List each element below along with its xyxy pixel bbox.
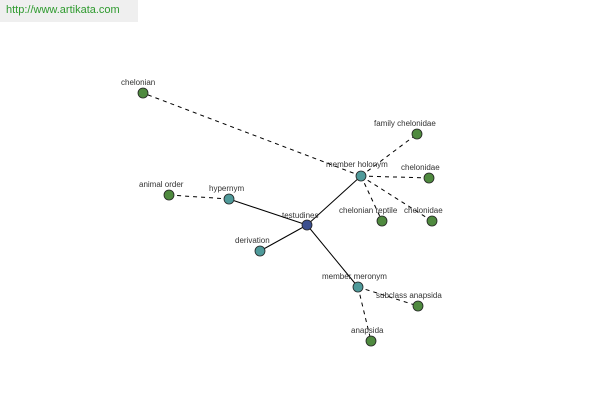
edge-testudines-member-meronym — [306, 224, 359, 288]
node-derivation[interactable] — [254, 245, 266, 257]
edge-testudines-derivation — [259, 224, 308, 252]
node-label-chelonian[interactable]: chelonian — [121, 78, 155, 87]
node-label-animal-order[interactable]: animal order — [139, 180, 184, 189]
node-label-anapsida[interactable]: anapsida — [351, 326, 384, 335]
node-chelonian-reptile[interactable] — [376, 215, 388, 227]
node-member-holonym[interactable] — [355, 170, 367, 182]
edge-hypernym-animal-order — [168, 194, 230, 200]
node-label-hypernym[interactable]: hypernym — [209, 184, 244, 193]
node-anapsida[interactable] — [365, 335, 377, 347]
node-subclass-anapsida[interactable] — [412, 300, 424, 312]
node-animal-order[interactable] — [163, 189, 175, 201]
node-label-chelonidae-2[interactable]: chelonidae — [404, 206, 443, 215]
node-testudines[interactable] — [301, 219, 313, 231]
edge-member-holonym-family-chelonidae — [360, 133, 418, 177]
edge-member-meronym-subclass-anapsida — [357, 286, 419, 307]
node-chelonidae[interactable] — [423, 172, 435, 184]
nodes-layer — [137, 87, 438, 347]
node-label-chelonian-reptile[interactable]: chelonian reptile — [339, 206, 398, 215]
edge-member-holonym-chelonidae — [360, 175, 430, 179]
node-label-member-holonym[interactable]: member holonym — [326, 160, 388, 169]
node-family-chelonidae[interactable] — [411, 128, 423, 140]
edge-member-holonym-chelonian-reptile — [360, 175, 383, 222]
node-label-chelonidae[interactable]: chelonidae — [401, 163, 440, 172]
edge-member-holonym-chelonian — [142, 92, 362, 177]
edge-member-holonym-chelonidae-2 — [360, 175, 433, 222]
node-label-member-meronym[interactable]: member meronym — [322, 272, 387, 281]
node-hypernym[interactable] — [223, 193, 235, 205]
site-link[interactable]: http://www.artikata.com — [6, 4, 120, 16]
node-chelonidae-2[interactable] — [426, 215, 438, 227]
node-label-derivation[interactable]: derivation — [235, 236, 270, 245]
node-label-subclass-anapsida[interactable]: subclass anapsida — [376, 291, 442, 300]
labels-layer: testudines member holonym hypernym derivati… — [121, 78, 443, 335]
node-label-family-chelonidae[interactable]: family chelonidae — [374, 119, 436, 128]
node-label-testudines[interactable]: testudines — [282, 211, 318, 220]
edge-testudines-hypernym — [228, 198, 308, 226]
url-banner: http://www.artikata.com — [0, 0, 138, 22]
edges-layer — [142, 92, 433, 342]
node-member-meronym[interactable] — [352, 281, 364, 293]
node-chelonian[interactable] — [137, 87, 149, 99]
edge-member-meronym-anapsida — [357, 286, 372, 342]
edge-testudines-member-holonym — [306, 175, 362, 226]
